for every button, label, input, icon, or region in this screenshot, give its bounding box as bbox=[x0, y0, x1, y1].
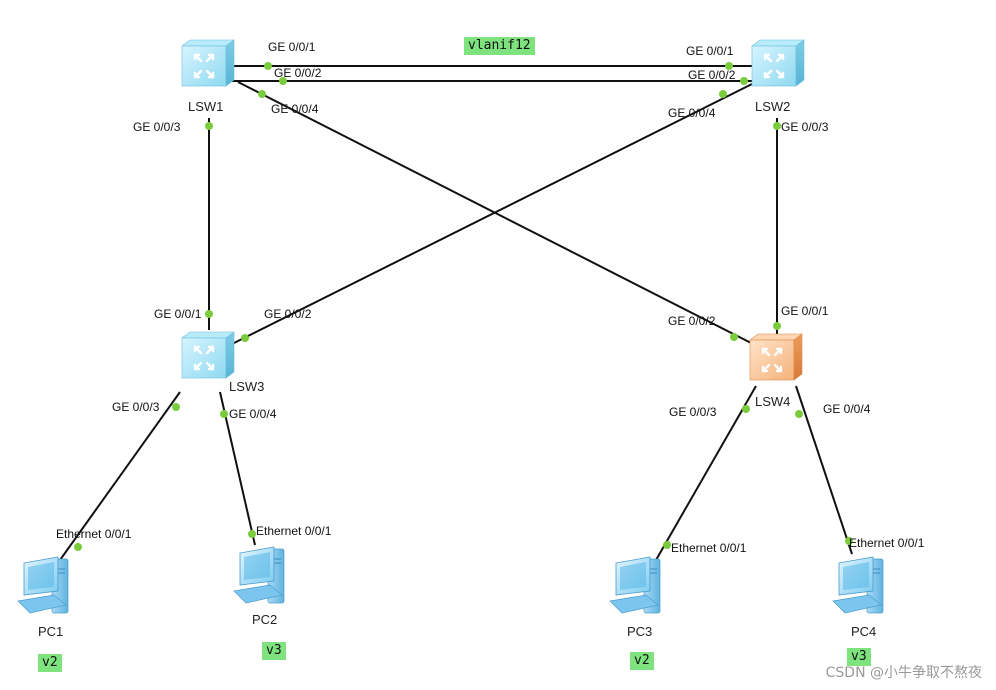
port-label: GE 0/0/2 bbox=[688, 68, 736, 82]
switch-lsw1[interactable]: LSW1 bbox=[180, 38, 236, 114]
port-dot bbox=[773, 122, 781, 130]
port-dot bbox=[795, 410, 803, 418]
port-label: GE 0/0/4 bbox=[271, 102, 319, 116]
vlan-badge-pc4: v3 bbox=[847, 648, 871, 666]
switch-lsw2[interactable]: LSW2 bbox=[750, 38, 806, 114]
port-label: GE 0/0/1 bbox=[154, 307, 202, 321]
device-label-pc4: PC4 bbox=[851, 624, 876, 639]
vlan-badge-pc3: v2 bbox=[630, 652, 654, 670]
port-label: GE 0/0/2 bbox=[668, 314, 716, 328]
links bbox=[59, 65, 853, 561]
link-lsw4-pc3 bbox=[655, 385, 757, 561]
port-dots bbox=[74, 62, 853, 551]
link-lsw1-lsw4 bbox=[237, 81, 758, 347]
port-label: GE 0/0/2 bbox=[274, 66, 322, 80]
vlan-badge-pc2: v3 bbox=[262, 642, 286, 660]
port-label: Ethernet 0/0/1 bbox=[256, 524, 332, 538]
port-dot bbox=[220, 410, 228, 418]
port-label: GE 0/0/4 bbox=[229, 407, 277, 421]
port-label: GE 0/0/3 bbox=[133, 120, 181, 134]
port-labels: GE 0/0/1 GE 0/0/2 GE 0/0/4 GE 0/0/3 GE 0… bbox=[56, 40, 925, 555]
vlanif-badge: vlanif12 bbox=[464, 37, 535, 55]
pc-pc4[interactable]: PC4 bbox=[832, 556, 884, 639]
vlan-badge-pc1: v2 bbox=[38, 654, 62, 672]
device-label-lsw4: LSW4 bbox=[755, 394, 790, 409]
port-dot bbox=[241, 334, 249, 342]
port-dot bbox=[742, 405, 750, 413]
switch-icon bbox=[180, 38, 236, 88]
port-label: GE 0/0/4 bbox=[668, 106, 716, 120]
pc-pc1[interactable]: PC1 bbox=[17, 556, 69, 639]
port-dot bbox=[725, 62, 733, 70]
port-label: Ethernet 0/0/1 bbox=[671, 541, 747, 555]
pc-pc2[interactable]: PC2 bbox=[233, 546, 285, 627]
device-label-lsw2: LSW2 bbox=[755, 99, 790, 114]
switch-lsw3[interactable]: LSW3 bbox=[180, 330, 264, 394]
port-dot bbox=[773, 322, 781, 330]
link-lsw2-lsw3 bbox=[231, 83, 753, 345]
switch-icon bbox=[750, 38, 806, 88]
port-label: GE 0/0/1 bbox=[686, 44, 734, 58]
link-lsw4-pc4 bbox=[795, 385, 853, 555]
device-label-pc3: PC3 bbox=[627, 624, 652, 639]
pc-icon bbox=[233, 546, 285, 604]
port-label: GE 0/0/2 bbox=[264, 307, 312, 321]
port-dot bbox=[74, 543, 82, 551]
device-label-lsw1: LSW1 bbox=[188, 99, 223, 114]
port-label: Ethernet 0/0/1 bbox=[56, 527, 132, 541]
switch-lsw4[interactable]: LSW4 bbox=[748, 332, 804, 409]
watermark: CSDN @小牛争取不熬夜 bbox=[825, 665, 982, 681]
port-label: GE 0/0/3 bbox=[112, 400, 160, 414]
port-dot bbox=[258, 90, 266, 98]
port-dot bbox=[205, 310, 213, 318]
port-dot bbox=[279, 77, 287, 85]
port-dot bbox=[264, 62, 272, 70]
link-lsw3-pc1 bbox=[59, 391, 181, 561]
port-dot bbox=[730, 333, 738, 341]
port-label: GE 0/0/4 bbox=[823, 402, 871, 416]
pc-pc3[interactable]: PC3 bbox=[609, 556, 661, 639]
device-label-pc2: PC2 bbox=[252, 612, 277, 627]
port-dot bbox=[205, 122, 213, 130]
port-label: GE 0/0/3 bbox=[669, 405, 717, 419]
device-label-lsw3: LSW3 bbox=[229, 379, 264, 394]
pc-icon bbox=[609, 556, 661, 614]
port-dot bbox=[172, 403, 180, 411]
pc-icon bbox=[832, 556, 884, 614]
switch-icon bbox=[748, 332, 804, 382]
pc-icon bbox=[17, 556, 69, 614]
port-label: GE 0/0/1 bbox=[781, 304, 829, 318]
port-dot bbox=[719, 90, 727, 98]
port-dot bbox=[248, 530, 256, 538]
port-dot bbox=[740, 77, 748, 85]
switch-icon bbox=[180, 330, 236, 380]
port-dot bbox=[663, 541, 671, 549]
port-label: Ethernet 0/0/1 bbox=[849, 536, 925, 550]
port-label: GE 0/0/3 bbox=[781, 120, 829, 134]
device-label-pc1: PC1 bbox=[38, 624, 63, 639]
port-label: GE 0/0/1 bbox=[268, 40, 316, 54]
port-dot bbox=[845, 537, 853, 545]
